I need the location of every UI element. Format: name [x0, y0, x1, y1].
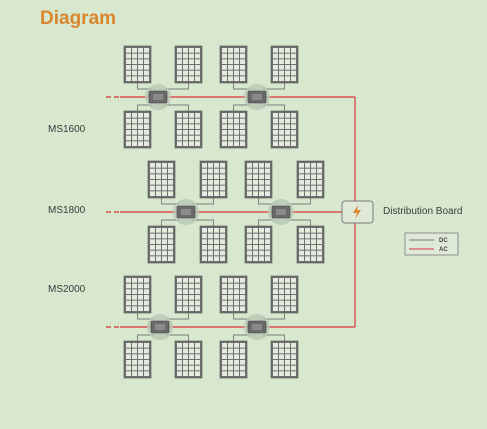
- solar-panel: [219, 275, 248, 314]
- dc-wire: [137, 104, 152, 111]
- row-label-ms2000: MS2000: [48, 284, 86, 295]
- microinverter: [244, 314, 270, 340]
- dc-wire: [137, 334, 154, 341]
- dc-wire: [233, 104, 251, 111]
- solar-panel: [123, 340, 152, 379]
- dc-wire: [233, 313, 251, 320]
- dc-wire: [161, 198, 180, 205]
- distribution-board: [341, 200, 374, 224]
- solar-panels: [123, 45, 325, 379]
- dc-wire: [161, 219, 180, 226]
- dc-wire: [233, 83, 251, 90]
- dc-wire: [287, 198, 311, 205]
- lightning-icon: [353, 205, 361, 219]
- dc-wire: [164, 104, 189, 111]
- legend: DC AC: [404, 232, 459, 256]
- dc-wiring: [137, 83, 311, 341]
- dc-wire: [263, 334, 285, 341]
- legend-ac-label: AC: [439, 247, 448, 253]
- dc-wire: [137, 313, 154, 320]
- legend-dc-label: DC: [439, 238, 448, 244]
- solar-panel: [199, 225, 228, 264]
- dc-wire: [287, 219, 311, 226]
- solar-panel: [199, 160, 228, 199]
- microinverter: [173, 199, 199, 225]
- solar-panel: [244, 160, 273, 199]
- solar-panel: [244, 225, 273, 264]
- microinverter: [268, 199, 294, 225]
- solar-panel: [296, 225, 325, 264]
- dc-wire: [166, 313, 189, 320]
- solar-panel: [219, 110, 248, 149]
- solar-panel: [174, 45, 203, 84]
- dc-wire: [137, 83, 152, 90]
- solar-panel: [296, 160, 325, 199]
- solar-panel: [270, 110, 299, 149]
- dc-wire: [164, 83, 189, 90]
- solar-panel: [174, 340, 203, 379]
- dc-wire: [258, 219, 275, 226]
- row-label-ms1800: MS1800: [48, 205, 86, 216]
- microinverter: [147, 314, 173, 340]
- solar-panel: [123, 110, 152, 149]
- distribution-board-label: Distribution Board: [383, 206, 463, 217]
- dc-wire: [258, 198, 275, 205]
- solar-panel: [270, 340, 299, 379]
- microinverter: [145, 84, 171, 110]
- dc-wire: [166, 334, 189, 341]
- solar-panel: [219, 340, 248, 379]
- solar-panel: [270, 275, 299, 314]
- dc-wire: [233, 334, 251, 341]
- solar-panel: [147, 160, 176, 199]
- microinverter: [244, 84, 270, 110]
- solar-panel: [174, 275, 203, 314]
- solar-panel: [123, 45, 152, 84]
- solar-panel: [123, 275, 152, 314]
- dc-wire: [263, 83, 285, 90]
- dc-wire: [263, 313, 285, 320]
- dc-wire: [192, 198, 214, 205]
- microinverters: [145, 84, 294, 340]
- solar-panel: [147, 225, 176, 264]
- dc-wire: [192, 219, 214, 226]
- solar-panel: [174, 110, 203, 149]
- diagram-title: Diagram: [40, 8, 117, 29]
- dc-wire: [263, 104, 285, 111]
- solar-panel: [219, 45, 248, 84]
- row-label-ms1600: MS1600: [48, 124, 86, 135]
- solar-panel: [270, 45, 299, 84]
